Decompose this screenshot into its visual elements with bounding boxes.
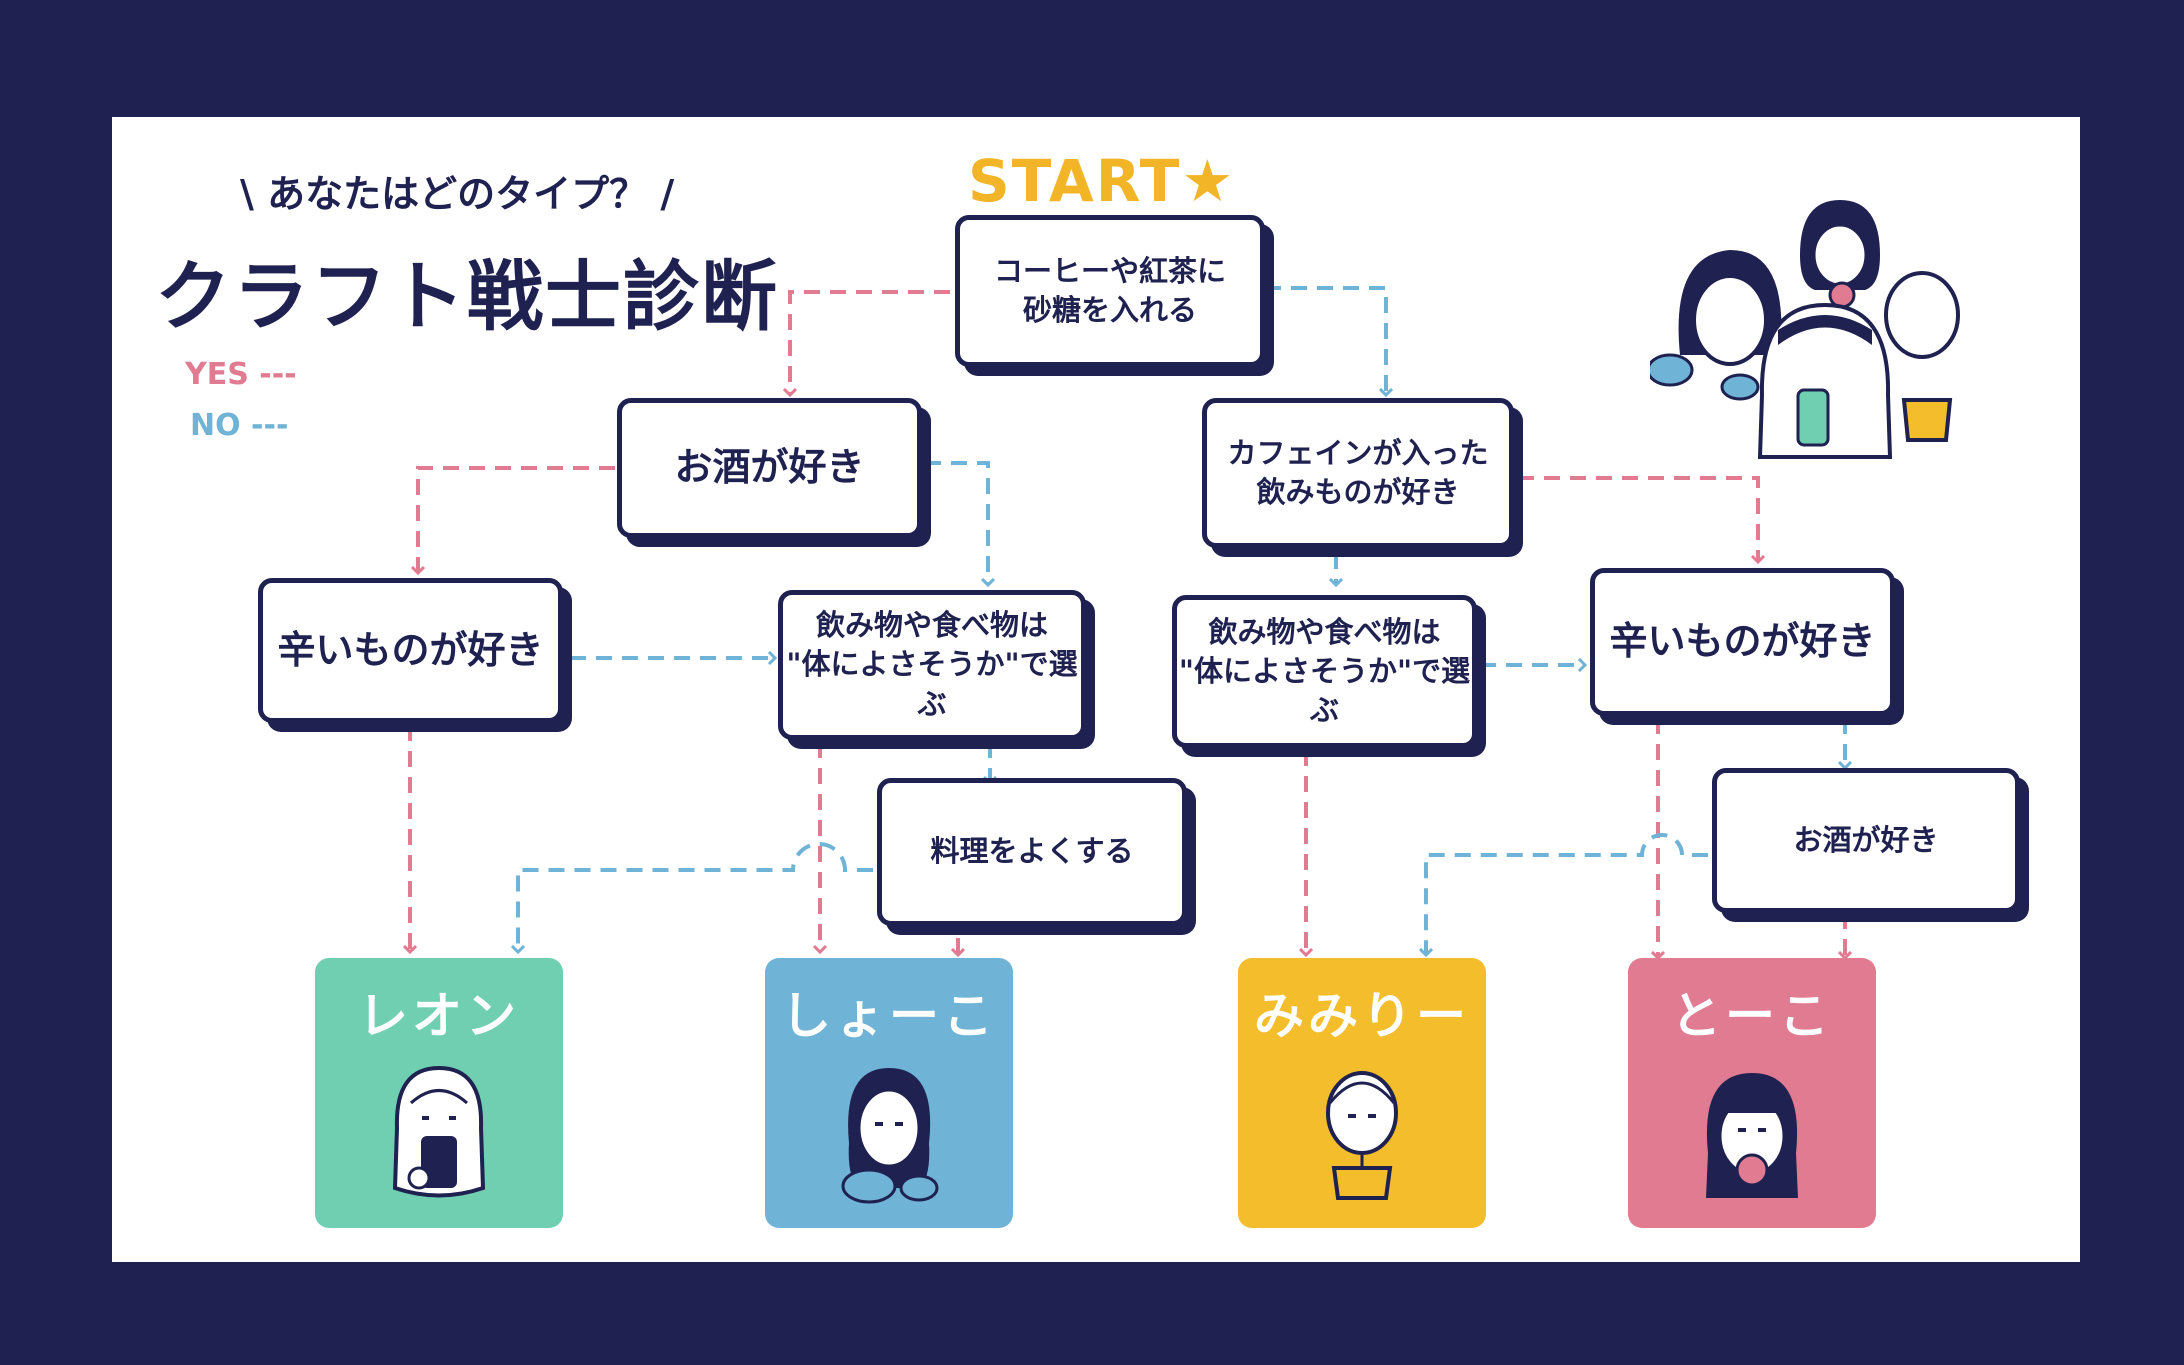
question-healthy-right: 飲み物や食べ物は "体によさそうか"で選ぶ bbox=[1172, 595, 1477, 748]
cup-drinking-character-icon bbox=[392, 1065, 486, 1198]
page-title: クラフト戦士診断 bbox=[155, 252, 779, 341]
question-sugar: コーヒーや紅茶に 砂糖を入れる bbox=[955, 215, 1265, 367]
result-card-shoko: しょーこ bbox=[765, 958, 1013, 1228]
question-caffeine: カフェインが入った 飲みものが好き bbox=[1202, 398, 1514, 548]
no-line bbox=[925, 461, 988, 585]
result-name: しょーこ bbox=[781, 987, 997, 1045]
result-name: みみりー bbox=[1254, 987, 1470, 1045]
subtitle: \ あなたはどのタイプ？ / bbox=[240, 172, 675, 216]
honey-pot-character-icon bbox=[1326, 1071, 1398, 1200]
apple-eating-character-icon bbox=[1706, 1073, 1798, 1198]
question-healthy-left: 飲み物や食べ物は "体によさそうか"で選ぶ bbox=[778, 590, 1086, 740]
yes-line bbox=[1518, 476, 1758, 562]
no-line bbox=[1265, 286, 1386, 395]
result-card-mimiri: みみりー bbox=[1238, 958, 1486, 1228]
start-label: START★ bbox=[968, 147, 1236, 215]
result-card-leon: レオン bbox=[315, 958, 563, 1228]
yes-line bbox=[790, 290, 950, 395]
no-line bbox=[1426, 833, 1708, 955]
question-alcohol-right: お酒が好き bbox=[1712, 768, 2020, 913]
question-alcohol-left: お酒が好き bbox=[617, 398, 922, 538]
yes-line bbox=[418, 466, 615, 573]
legend-no: NO --- bbox=[190, 408, 289, 443]
result-name: とーこ bbox=[1671, 987, 1833, 1045]
no-line bbox=[518, 842, 873, 952]
result-card-toko: とーこ bbox=[1628, 958, 1876, 1228]
result-name: レオン bbox=[358, 987, 520, 1045]
legend-yes: YES --- bbox=[185, 357, 297, 392]
question-cooking: 料理をよくする bbox=[877, 778, 1187, 926]
four-characters-group-icon bbox=[1650, 200, 1960, 459]
question-spicy-right: 辛いものが好き bbox=[1590, 568, 1895, 716]
teapot-character-icon bbox=[841, 1068, 939, 1204]
question-spicy-left: 辛いものが好き bbox=[258, 578, 563, 723]
